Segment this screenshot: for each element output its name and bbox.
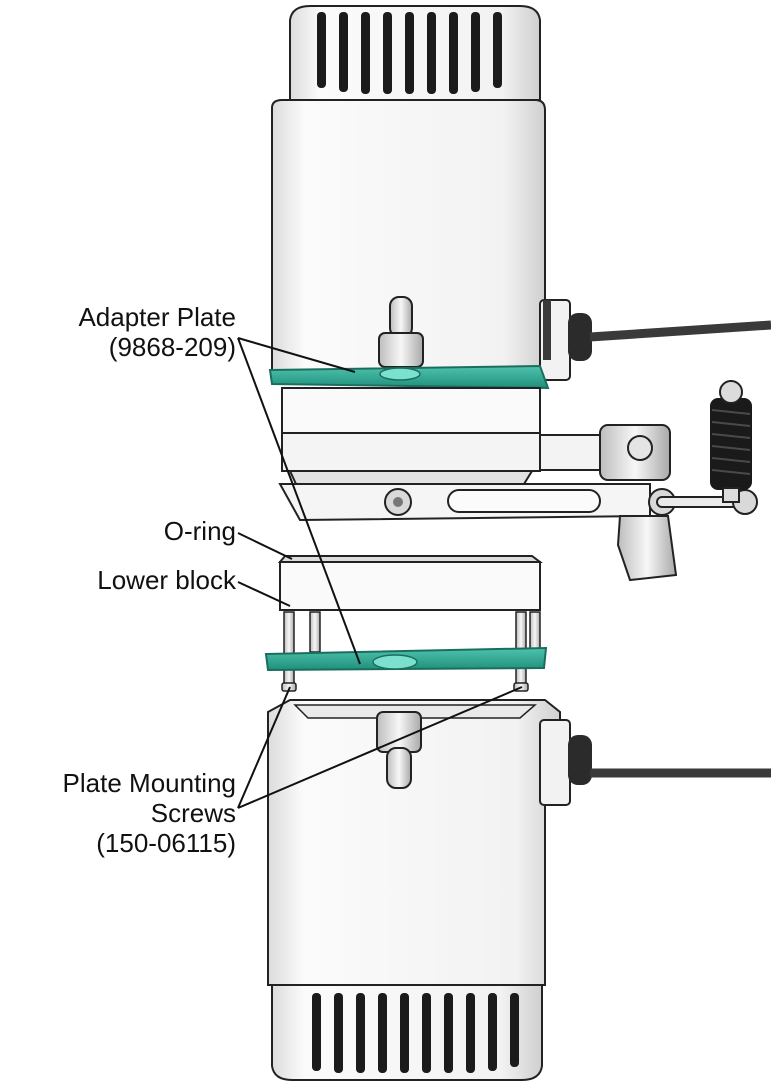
o-ring-callout: O-ring [20, 516, 236, 546]
adapter-plate-callout: Adapter Plate (9868-209) [20, 302, 236, 362]
lower-body [267, 699, 592, 986]
lower-block-assembly [277, 555, 543, 611]
upper-body [271, 99, 592, 381]
leader-lines [237, 337, 523, 809]
lower-fan-housing [271, 984, 543, 1081]
mounting-screws-part-number: (150-06115) [96, 828, 236, 858]
leader-lower-block [237, 581, 291, 607]
lower-block-label: Lower block [97, 565, 236, 595]
upper-cable [589, 320, 771, 342]
leader-adapter-lower [237, 337, 361, 665]
spring [710, 380, 752, 503]
upper-fan-housing [289, 5, 541, 101]
o-ring-label: O-ring [163, 516, 236, 546]
upper-adapter-plate [268, 364, 550, 390]
leader-screw-right [237, 686, 523, 809]
leader-screw-left [237, 686, 291, 809]
lower-block-callout: Lower block [20, 565, 236, 595]
leader-adapter-upper [237, 337, 356, 373]
clamp-lever-mechanism [278, 380, 758, 582]
upper-block [281, 387, 541, 485]
leader-o-ring [237, 532, 293, 560]
lower-adapter-plate [264, 646, 548, 672]
mounting-screws-label-line1: Plate Mounting [62, 768, 236, 798]
adapter-plate-label: Adapter Plate [78, 302, 236, 332]
mounting-screws-label-line2: Screws [150, 798, 236, 828]
upper-alignment-pin [378, 296, 424, 368]
mounting-screws-callout: Plate Mounting Screws (150-06115) [0, 768, 236, 858]
adapter-plate-part-number: (9868-209) [108, 332, 236, 362]
